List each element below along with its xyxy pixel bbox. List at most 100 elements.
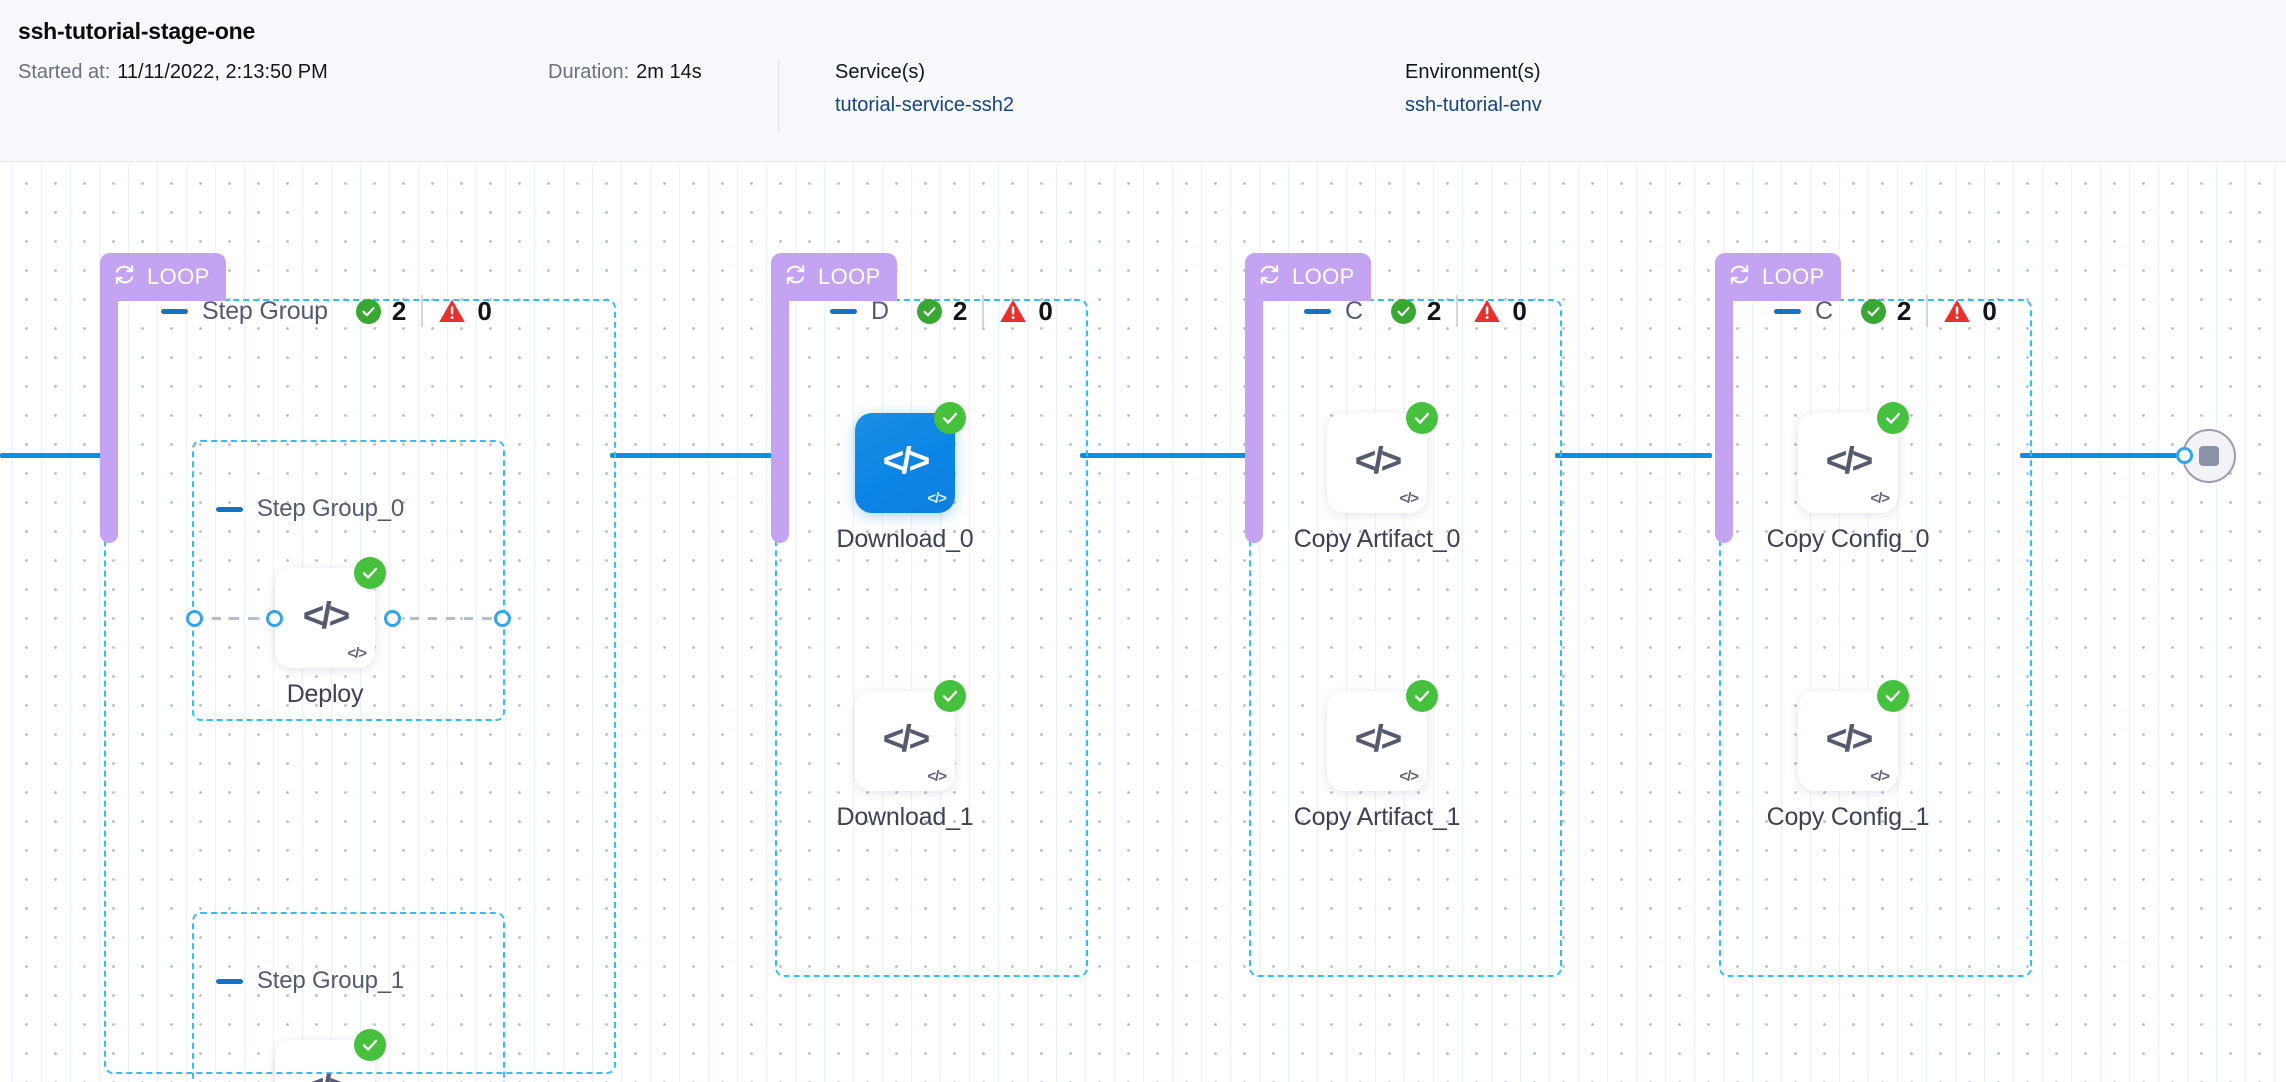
status-success-icon: [934, 402, 966, 434]
collapse-toggle-icon[interactable]: [216, 978, 243, 984]
step-node-download-0[interactable]: </> </> Download_0: [837, 402, 974, 553]
code-glyph-icon: </>: [1825, 440, 1873, 481]
group-header-step-group-1[interactable]: Step Group_1: [216, 967, 404, 995]
step-connector-dashed-right: [392, 617, 502, 620]
collapse-toggle-icon[interactable]: [1774, 308, 1801, 314]
loop-badge[interactable]: LOOP: [771, 253, 897, 301]
connector-line-exit: [2020, 453, 2200, 458]
status-success-icon: [354, 1029, 386, 1061]
loop-badge[interactable]: LOOP: [1715, 253, 1841, 301]
warning-triangle-icon: [1473, 298, 1501, 324]
shell-script-type-icon: </>: [1399, 768, 1419, 785]
step-node-label: Download_1: [836, 803, 974, 831]
step-node-card[interactable]: </> </>: [1327, 402, 1438, 513]
failure-count: 0: [477, 295, 492, 326]
count-divider: [982, 295, 985, 327]
loop-badge-label: LOOP: [147, 264, 210, 289]
loop-badge-label: LOOP: [1762, 264, 1825, 289]
group-header-download[interactable]: D 2 0: [830, 295, 1053, 327]
code-glyph-icon: </>: [882, 718, 930, 759]
port-group-right[interactable]: [494, 610, 511, 627]
execution-meta-row: Started at: 11/11/2022, 2:13:50 PM Durat…: [18, 61, 2286, 133]
step-node-deploy[interactable]: </> </> Deploy: [275, 557, 386, 708]
status-success-icon: [1406, 402, 1438, 434]
port-group-left[interactable]: [186, 610, 203, 627]
group-header-step-group[interactable]: Step Group 2 0: [161, 295, 492, 327]
group-header-copy-artifact[interactable]: C 2 0: [1304, 295, 1527, 327]
group-name-label: Step Group_0: [257, 495, 405, 522]
loop-icon: [113, 263, 136, 291]
environments-value[interactable]: ssh-tutorial-env: [1405, 94, 1542, 116]
step-node-download-1[interactable]: </> </> Download_1: [837, 680, 974, 831]
success-count: 2: [1426, 295, 1442, 326]
loop-badge[interactable]: LOOP: [100, 253, 226, 301]
stop-square-icon: [2199, 446, 2219, 466]
group-name-label: C: [1345, 296, 1363, 325]
shell-script-type-icon: </>: [927, 490, 947, 507]
step-node-card[interactable]: </> </>: [1798, 402, 1909, 513]
group-name-label: Step Group_1: [257, 967, 405, 994]
started-at-field: Started at: 11/11/2022, 2:13:50 PM: [18, 61, 548, 84]
group-name-label: C: [1815, 296, 1833, 325]
port-end-node-left[interactable]: [2176, 447, 2193, 464]
count-divider: [1456, 295, 1459, 327]
step-node-card[interactable]: </> </>: [275, 1029, 386, 1082]
loop-side-bar: [1715, 293, 1733, 543]
step-node-copy-config-1[interactable]: </> </> Copy Config_1: [1767, 680, 1930, 831]
duration-label: Duration:: [548, 61, 630, 83]
services-value[interactable]: tutorial-service-ssh2: [835, 94, 1014, 116]
step-node-label: Copy Config_0: [1766, 525, 1930, 553]
status-success-icon: [1877, 680, 1909, 712]
success-check-icon: [1860, 298, 1886, 324]
group-status-counts: 2 0: [1390, 295, 1527, 327]
code-glyph-icon: </>: [882, 440, 930, 481]
step-node-card[interactable]: </> </>: [855, 680, 966, 791]
collapse-toggle-icon[interactable]: [830, 308, 857, 314]
shell-script-type-icon: </>: [1870, 490, 1890, 507]
shell-script-type-icon: </>: [927, 768, 947, 785]
collapse-toggle-icon[interactable]: [161, 308, 188, 314]
group-boundary-copy-config: [1719, 299, 2032, 977]
collapse-toggle-icon[interactable]: [216, 506, 243, 512]
group-status-counts: 2 0: [916, 295, 1053, 327]
step-node-card[interactable]: </> </>: [275, 557, 386, 668]
step-node-copy-config-0[interactable]: </> </> Copy Config_0: [1767, 402, 1930, 553]
shell-script-type-icon: </>: [347, 645, 367, 662]
loop-icon: [1728, 263, 1751, 291]
code-glyph-icon: </>: [1354, 718, 1402, 759]
step-node-copy-artifact-0[interactable]: </> </> Copy Artifact_0: [1294, 402, 1460, 553]
step-node-copy-artifact-1[interactable]: </> </> Copy Artifact_1: [1294, 680, 1460, 831]
step-node-label: Deploy: [286, 680, 364, 708]
header-divider: [778, 61, 779, 131]
port-node-right[interactable]: [384, 610, 401, 627]
started-at-label: Started at:: [18, 61, 111, 83]
failure-count: 0: [1982, 295, 1997, 326]
pipeline-graph-canvas[interactable]: LOOP Step Group 2 0 Step Group_0 </: [0, 163, 2286, 1082]
group-status-counts: 2 0: [355, 295, 492, 327]
connector-line-3: [1555, 453, 1712, 458]
step-node-card[interactable]: </> </>: [1327, 680, 1438, 791]
group-boundary-copy-artifact: [1249, 299, 1562, 977]
step-node-card[interactable]: </> </>: [1798, 680, 1909, 791]
started-at-value: 11/11/2022, 2:13:50 PM: [117, 61, 328, 83]
connector-line-1: [610, 453, 772, 458]
count-divider: [1926, 295, 1929, 327]
step-node-label: Copy Artifact_1: [1293, 803, 1461, 831]
collapse-toggle-icon[interactable]: [1304, 308, 1331, 314]
group-header-step-group-0[interactable]: Step Group_0: [216, 495, 404, 523]
step-node-label: Copy Config_1: [1766, 803, 1930, 831]
loop-side-bar: [100, 293, 118, 543]
port-node-left[interactable]: [266, 610, 283, 627]
warning-triangle-icon: [999, 298, 1027, 324]
group-boundary-download: [775, 299, 1088, 977]
warning-triangle-icon: [438, 298, 466, 324]
status-success-icon: [1406, 680, 1438, 712]
success-check-icon: [1390, 298, 1416, 324]
group-boundary-step-group: [104, 299, 616, 1074]
step-node-card[interactable]: </> </>: [855, 402, 966, 513]
environments-field: Environment(s) ssh-tutorial-env: [1405, 61, 1975, 117]
loop-badge[interactable]: LOOP: [1245, 253, 1371, 301]
group-name-label: Step Group: [202, 296, 328, 325]
step-node-step-group-1-item[interactable]: </> </>: [275, 1029, 386, 1082]
group-header-copy-config[interactable]: C 2 0: [1774, 295, 1997, 327]
